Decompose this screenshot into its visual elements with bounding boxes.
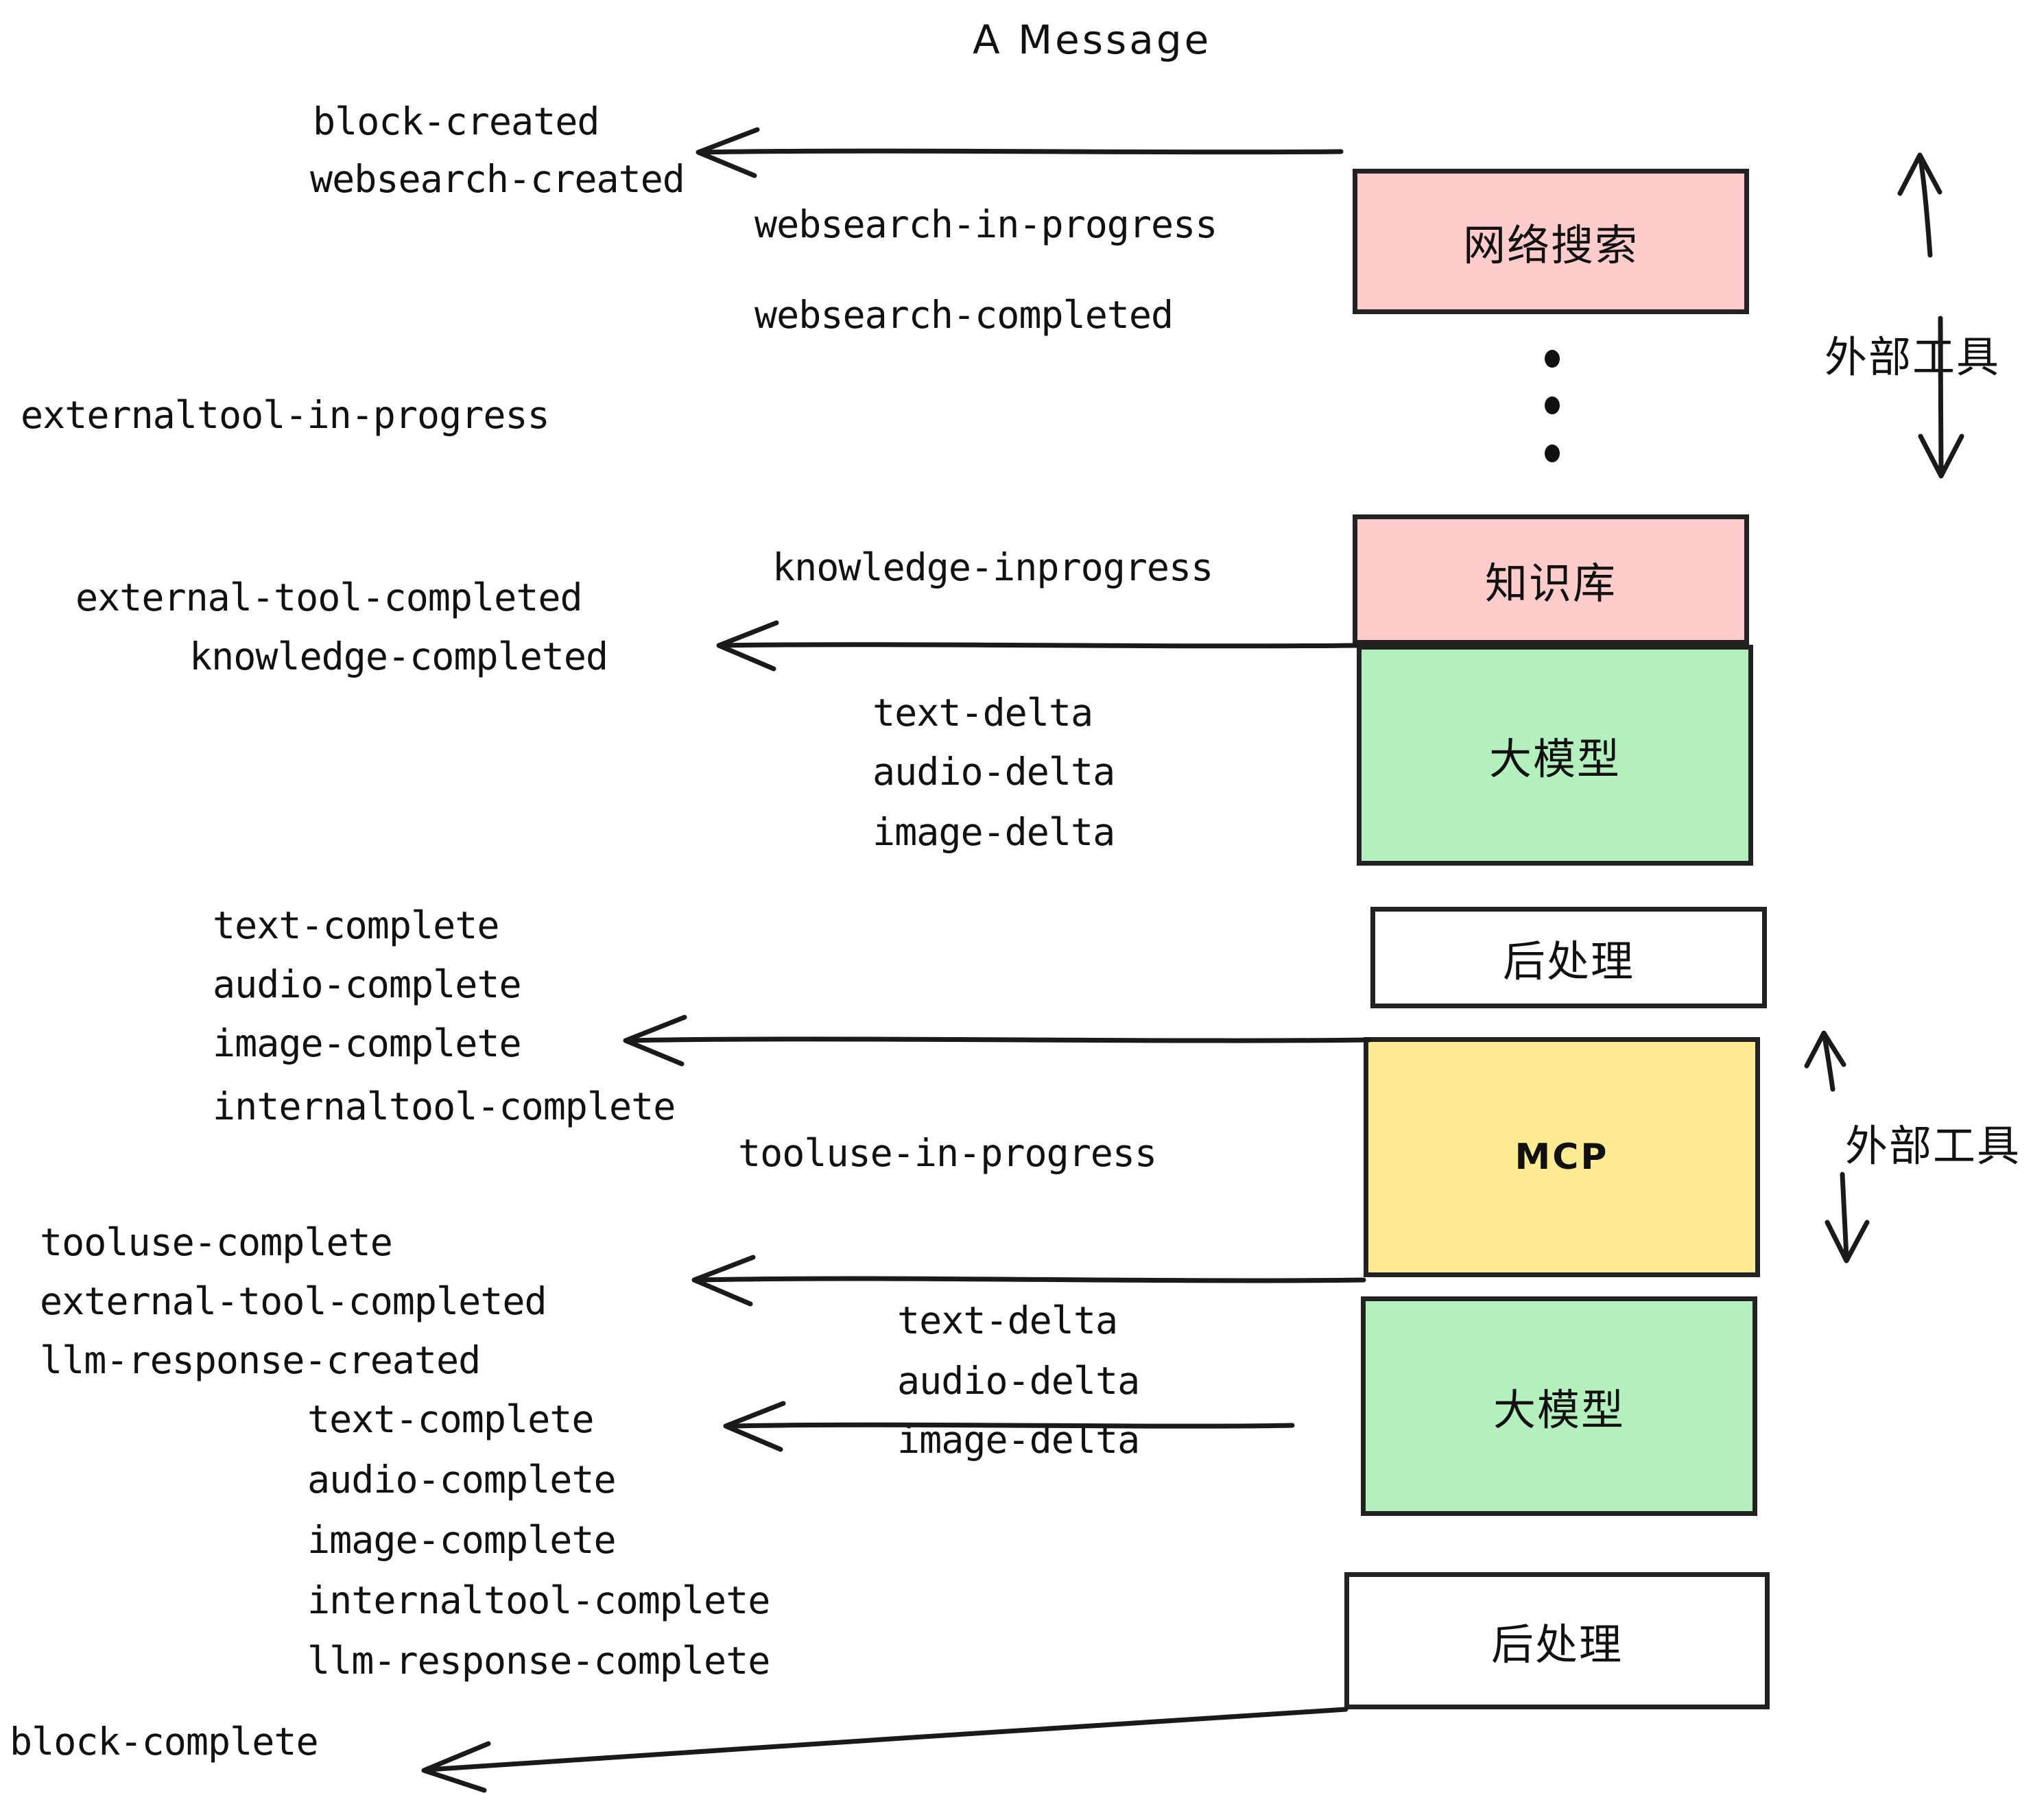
box-postprocess-2-label: 后处理	[1490, 1619, 1623, 1670]
event-label-image-delta-2: image-delta	[897, 1418, 1140, 1462]
box-llm-2[interactable]: 大模型	[1361, 1296, 1757, 1516]
event-label-websearch-in-progress: websearch-in-progress	[754, 202, 1217, 246]
arrow-knowledge-completed	[716, 620, 1359, 672]
box-postprocess-1-label: 后处理	[1502, 936, 1635, 986]
event-label-externaltool-in-progress: externaltool-in-progress	[21, 393, 550, 437]
box-mcp-label: MCP	[1514, 1137, 1609, 1178]
box-llm-1[interactable]: 大模型	[1357, 645, 1753, 866]
external-tools-arrow-top	[1897, 152, 1964, 479]
event-label-block-created: block-created	[313, 99, 599, 143]
event-label-llm-response-complete: llm-response-complete	[307, 1639, 770, 1683]
event-label-text-delta-2: text-delta	[897, 1298, 1118, 1342]
event-label-websearch-created: websearch-created	[310, 157, 685, 201]
box-websearch[interactable]: 网络搜索	[1353, 169, 1749, 314]
box-llm-2-label: 大模型	[1493, 1385, 1625, 1435]
box-llm-1-label: 大模型	[1488, 734, 1621, 784]
ellipsis-dot	[1545, 444, 1560, 462]
event-label-text-delta-1: text-delta	[872, 691, 1093, 735]
event-label-audio-delta-1: audio-delta	[872, 750, 1115, 794]
event-label-internaltool-complete-1: internaltool-complete	[213, 1084, 676, 1128]
box-knowledge-base[interactable]: 知识库	[1353, 514, 1749, 645]
event-label-text-complete-2: text-complete	[307, 1397, 594, 1441]
event-label-text-complete-1: text-complete	[213, 903, 499, 947]
arrow-image-complete	[623, 1014, 1372, 1067]
ellipsis-dot	[1545, 396, 1560, 414]
event-label-image-delta-1: image-delta	[872, 810, 1115, 854]
ellipsis-dot	[1545, 350, 1560, 368]
page-title: A Message	[973, 16, 1212, 63]
event-label-audio-complete-1: audio-complete	[213, 962, 522, 1006]
arrow-websearch-created	[696, 127, 1344, 178]
arrow-tooluse-complete	[691, 1255, 1366, 1307]
event-label-websearch-completed: websearch-completed	[754, 293, 1174, 337]
event-label-audio-complete-2: audio-complete	[307, 1458, 617, 1502]
event-label-internaltool-complete-2: internaltool-complete	[307, 1578, 770, 1622]
event-label-llm-response-created: llm-response-created	[40, 1338, 481, 1382]
event-label-tooluse-complete: tooluse-complete	[40, 1220, 393, 1264]
event-label-audio-delta-2: audio-delta	[897, 1359, 1140, 1403]
event-label-tooluse-in-progress: tooluse-in-progress	[738, 1131, 1157, 1175]
box-mcp[interactable]: MCP	[1364, 1037, 1760, 1277]
event-label-external-tool-completed-2: external-tool-completed	[40, 1279, 547, 1323]
event-label-knowledge-inprogress: knowledge-inprogress	[772, 545, 1213, 589]
event-label-block-complete: block-complete	[10, 1720, 319, 1764]
event-label-image-complete-2: image-complete	[307, 1518, 617, 1562]
external-tools-label-bottom: 外部工具	[1845, 1121, 2021, 1171]
box-postprocess-1[interactable]: 后处理	[1370, 907, 1767, 1008]
arrow-block-complete	[421, 1707, 1348, 1793]
box-postprocess-2[interactable]: 后处理	[1344, 1572, 1770, 1709]
external-tools-label-top: 外部工具	[1825, 332, 2001, 382]
box-websearch-label: 网络搜索	[1462, 220, 1639, 270]
box-knowledge-base-label: 知识库	[1484, 558, 1617, 608]
event-label-knowledge-completed: knowledge-completed	[189, 634, 608, 678]
event-label-image-complete-1: image-complete	[213, 1021, 522, 1065]
event-label-external-tool-completed-1: external-tool-completed	[75, 575, 583, 619]
